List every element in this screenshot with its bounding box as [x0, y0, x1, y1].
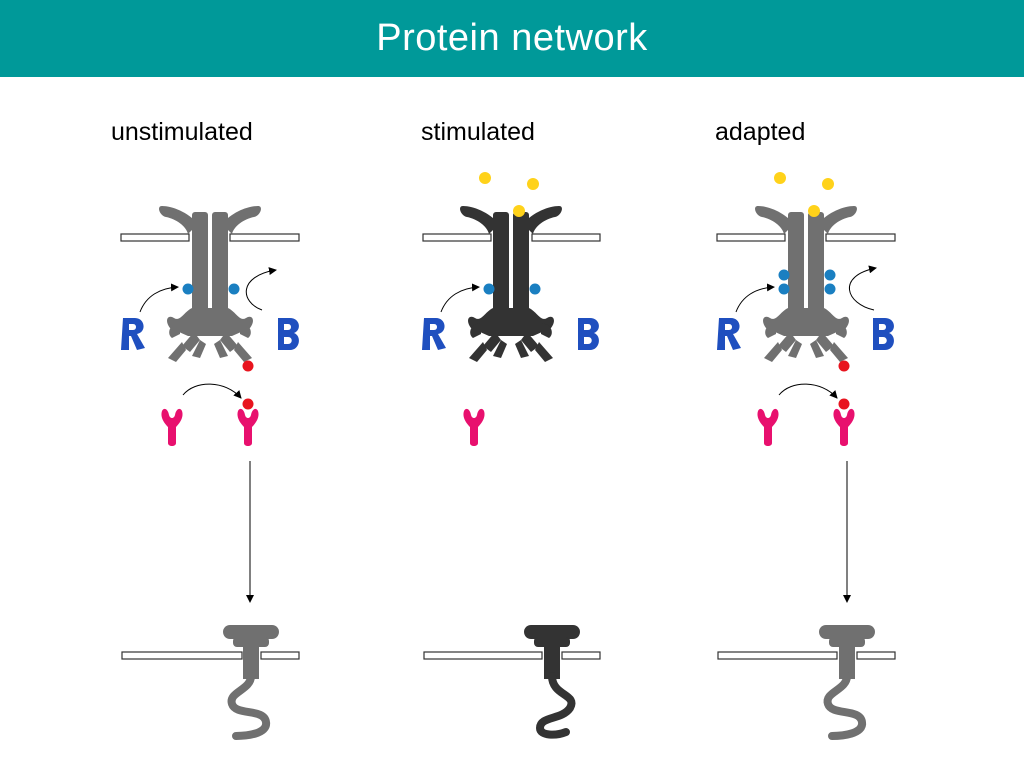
- receptor-complex: [159, 206, 261, 362]
- protein-y: [757, 408, 779, 446]
- ligand: [479, 172, 491, 184]
- methyl-group: [483, 283, 495, 295]
- panel-unstimulated: [120, 206, 300, 740]
- protein-y: [161, 408, 183, 446]
- receptor-complex: [755, 206, 857, 362]
- panel-label-adapted: adapted: [715, 118, 806, 146]
- methyl-group: [529, 283, 541, 295]
- demethylation-arrow: [849, 265, 877, 311]
- membrane-right: [531, 233, 601, 242]
- protein-r: [422, 318, 446, 350]
- phosphate-group: [838, 360, 850, 372]
- header-bar: Protein network: [0, 0, 1024, 77]
- panel-stimulated: [422, 172, 601, 739]
- flagellum: [823, 672, 866, 740]
- methyl-group: [182, 283, 194, 295]
- membrane-right: [856, 651, 896, 660]
- protein-y-phosphorylated: [833, 408, 855, 446]
- membrane-left: [423, 651, 543, 660]
- panel-label-unstimulated: unstimulated: [111, 118, 253, 146]
- protein-b: [278, 318, 299, 350]
- receptor-complex: [460, 206, 562, 362]
- methyl-group: [824, 283, 836, 295]
- methyl-group: [824, 269, 836, 281]
- panel-adapted: [716, 172, 896, 740]
- phosphotransfer-arrow: [182, 383, 242, 399]
- membrane-left: [422, 233, 492, 242]
- protein-b: [873, 318, 894, 350]
- phosphotransfer-arrow: [778, 383, 838, 399]
- flagellum: [227, 672, 270, 740]
- methylation-arrow: [440, 283, 480, 313]
- phosphate-group: [838, 398, 850, 410]
- demethylation-arrow: [245, 267, 277, 311]
- protein-b: [578, 318, 599, 350]
- membrane-left: [716, 233, 786, 242]
- protein-y: [463, 408, 485, 446]
- membrane-left: [121, 651, 243, 660]
- ligand: [513, 205, 525, 217]
- membrane-right: [561, 651, 601, 660]
- methyl-group: [228, 283, 240, 295]
- phosphate-group: [242, 360, 254, 372]
- membrane-right: [229, 233, 300, 242]
- methyl-group: [778, 283, 790, 295]
- methyl-group: [778, 269, 790, 281]
- panel-label-stimulated: stimulated: [421, 118, 535, 146]
- ligand: [822, 178, 834, 190]
- ligand: [774, 172, 786, 184]
- page-title: Protein network: [376, 17, 648, 59]
- protein-r: [717, 318, 741, 350]
- membrane-left: [717, 651, 838, 660]
- membrane-right: [260, 651, 300, 660]
- protein-y-phosphorylated: [237, 408, 259, 446]
- flagellum: [535, 672, 576, 739]
- protein-r: [121, 318, 145, 350]
- ligand: [527, 178, 539, 190]
- phosphate-group: [242, 398, 254, 410]
- ligand: [808, 205, 820, 217]
- methylation-arrow: [735, 283, 775, 313]
- membrane-left: [120, 233, 190, 242]
- membrane-right: [825, 233, 896, 242]
- methylation-arrow: [139, 283, 179, 313]
